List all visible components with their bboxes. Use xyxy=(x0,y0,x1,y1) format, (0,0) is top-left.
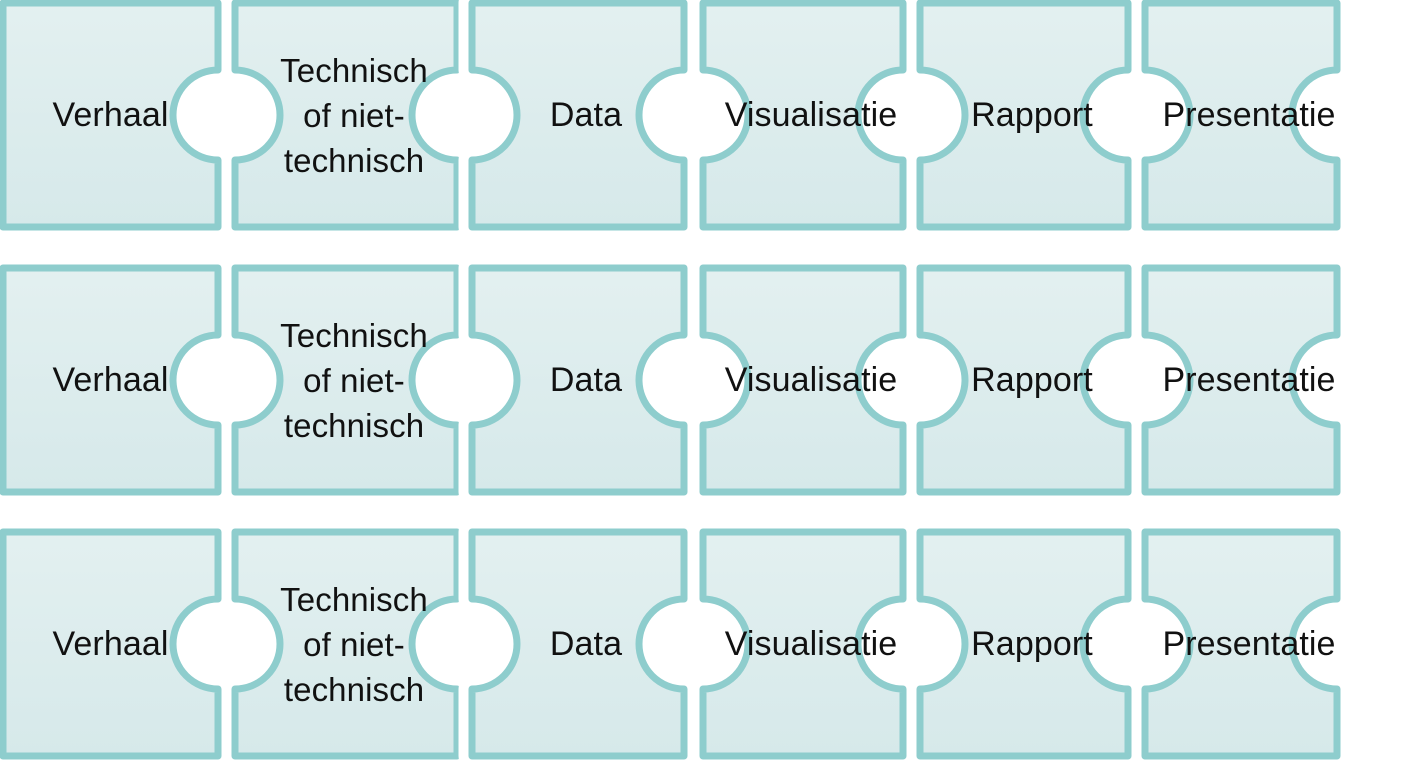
piece-shape xyxy=(699,0,907,231)
puzzle-piece-rapport[interactable]: Rapport xyxy=(851,199,1197,561)
puzzle-piece-verhaal[interactable]: Verhaal xyxy=(0,199,287,561)
piece-shape xyxy=(231,528,461,760)
piece-shape xyxy=(1141,264,1341,496)
piece-shape xyxy=(916,528,1132,760)
piece-shape xyxy=(1141,528,1341,760)
piece-shape xyxy=(0,264,222,496)
piece-shape xyxy=(699,264,907,496)
piece-shape xyxy=(468,264,688,496)
piece-shape xyxy=(916,0,1132,231)
piece-shape xyxy=(0,528,222,760)
piece-shape xyxy=(916,264,1132,496)
piece-shape xyxy=(1141,0,1341,231)
puzzle-piece-data[interactable]: Data xyxy=(403,199,753,561)
piece-shape xyxy=(468,0,688,231)
puzzle-piece-data[interactable]: Data xyxy=(403,463,753,768)
puzzle-piece-presentatie[interactable]: Presentatie xyxy=(1076,463,1406,768)
piece-shape xyxy=(699,528,907,760)
piece-shape xyxy=(468,528,688,760)
piece-shape xyxy=(0,0,222,231)
piece-shape xyxy=(231,0,461,231)
piece-shape xyxy=(231,264,461,496)
